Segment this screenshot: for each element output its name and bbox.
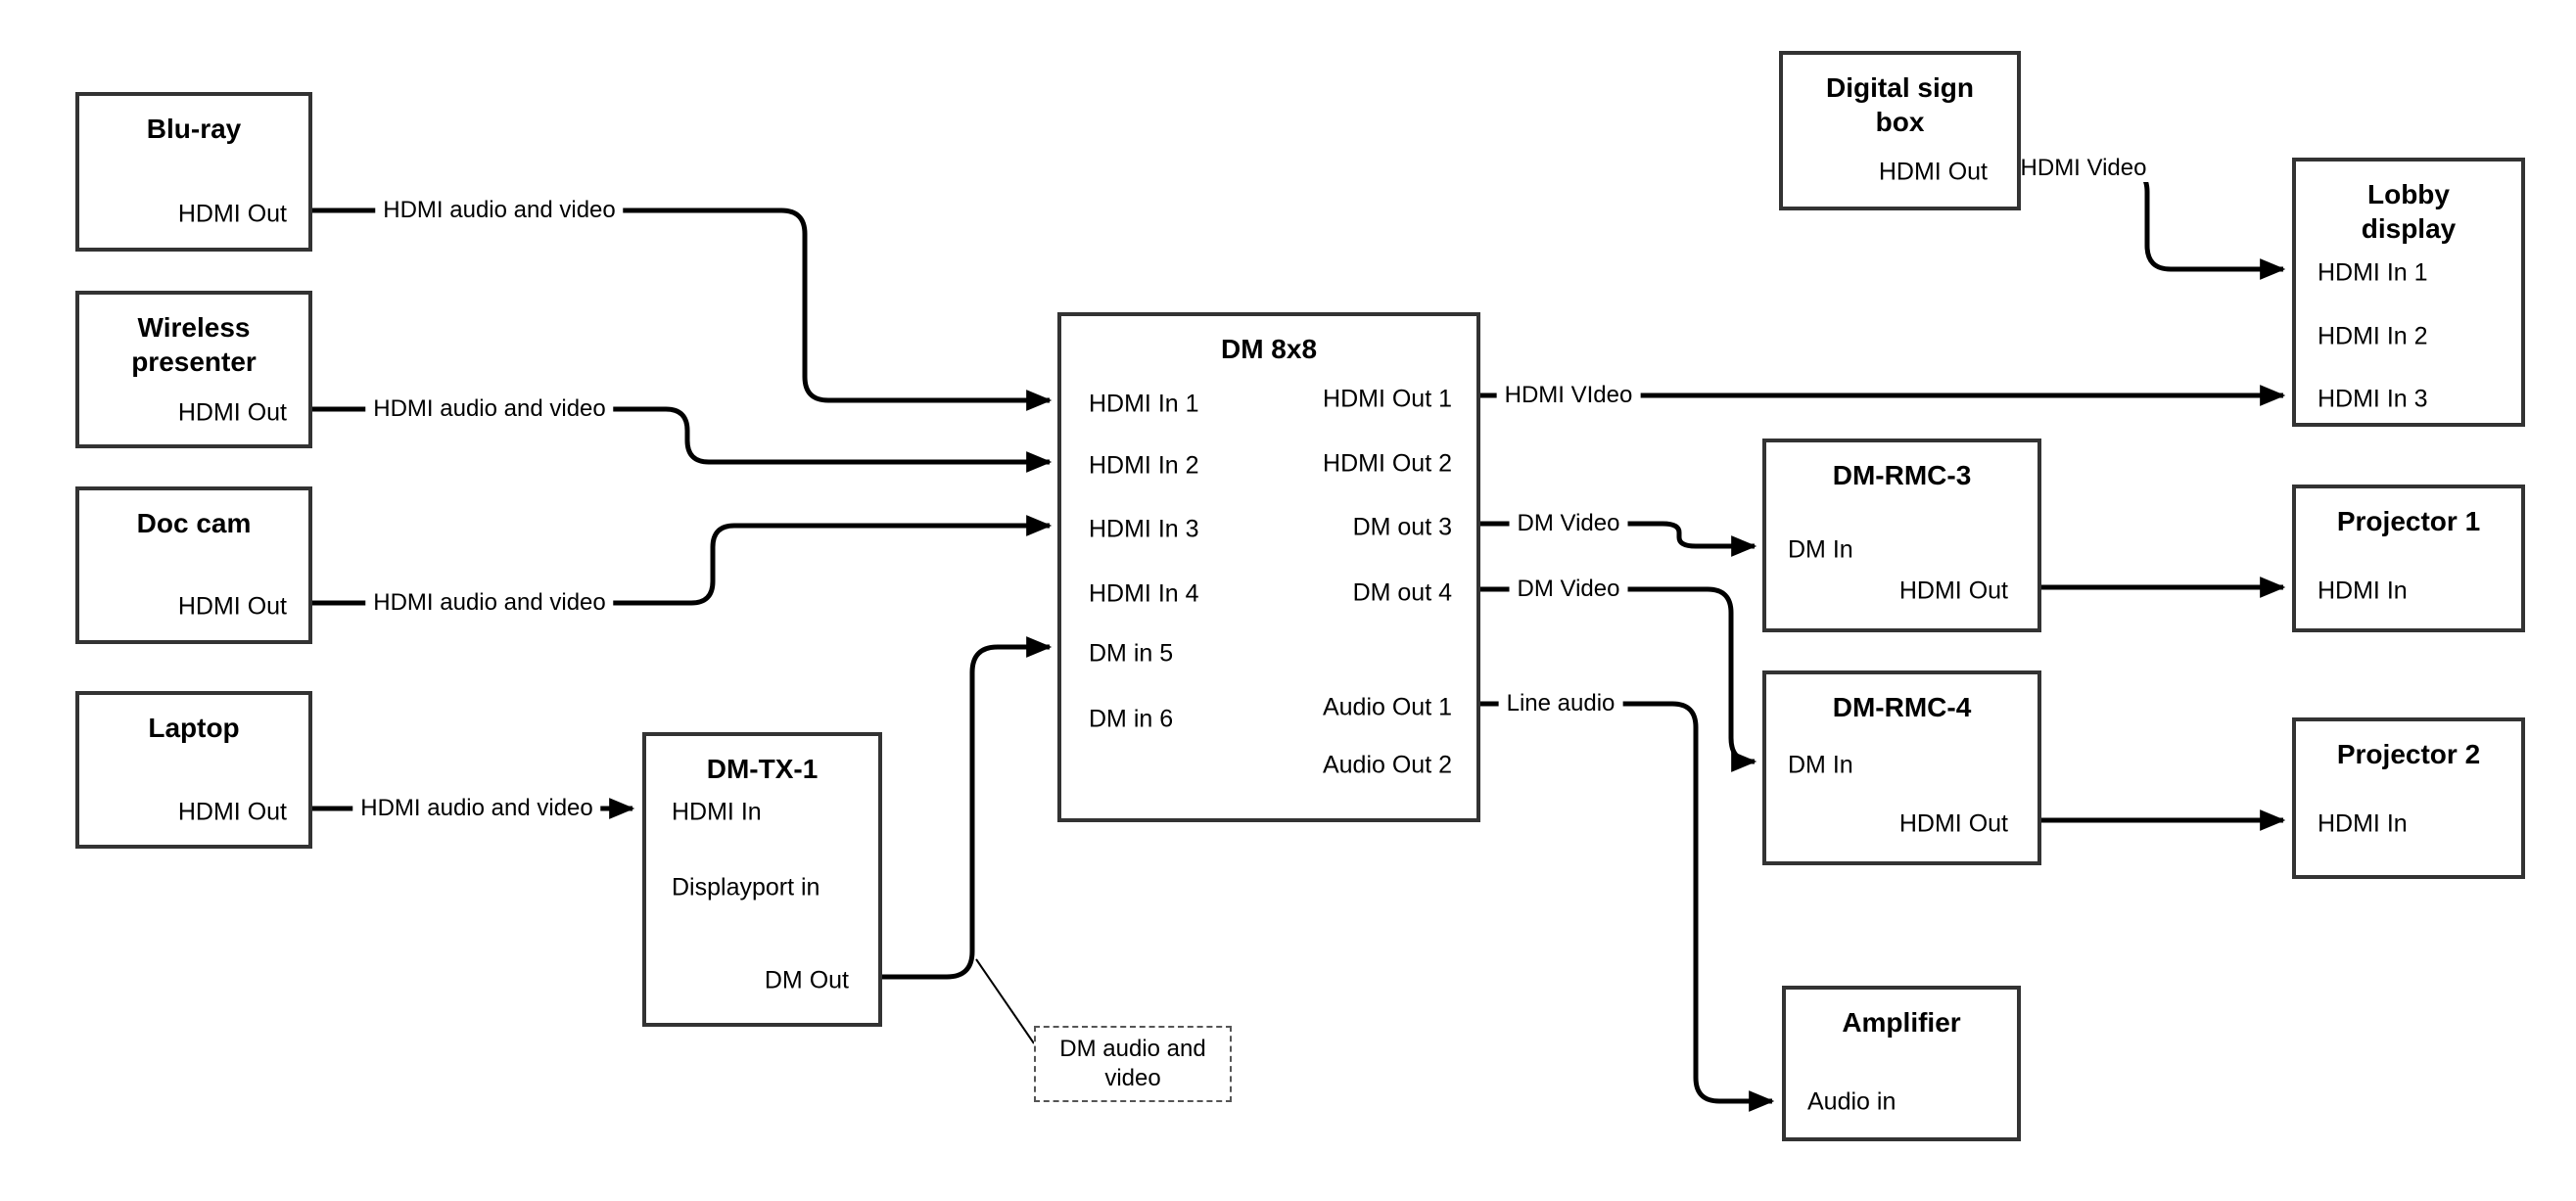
port-dm-in: DM In: [1788, 751, 1853, 779]
connector-label: HDMI audio and video: [375, 197, 624, 224]
connector-dmtx1-dmout-to-dm8x8-in5: [882, 636, 1053, 980]
node-wireless-presenter: Wireless presenter HDMI Out: [75, 291, 312, 448]
port-dm-in-5: DM in 5: [1089, 639, 1174, 668]
port-hdmi-in-2: HDMI In 2: [2318, 322, 2428, 350]
connector-bluray-to-dm8x8-in1: [312, 208, 1053, 411]
node-title: Projector 2: [2336, 739, 2481, 769]
connector-dm8x8-out4-to-dmrmc4: [1480, 586, 1757, 772]
connector-label: DM Video: [1509, 510, 1628, 537]
connector-label: Line audio: [1498, 690, 1623, 717]
node-projector-1: Projector 1 HDMI In: [2292, 485, 2525, 632]
port-hdmi-in-3: HDMI In 3: [1089, 515, 1199, 543]
node-title: Amplifier: [1842, 1007, 1961, 1038]
callout-leader-line: [975, 958, 1035, 1044]
port-hdmi-out: HDMI Out: [1878, 158, 1988, 186]
port-dm-out-4: DM out 4: [1352, 578, 1452, 607]
node-dm-tx-1: DM-TX-1 HDMI In Displayport in DM Out: [642, 732, 882, 1027]
port-hdmi-in-3: HDMI In 3: [2318, 385, 2428, 413]
connector-dm8x8-out3-to-dmrmc3: [1480, 521, 1757, 557]
port-hdmi-in: HDMI In: [2318, 577, 2408, 605]
connector-label: HDMI Video: [2012, 155, 2155, 182]
node-digital-sign-box: Digital sign box HDMI Out: [1779, 51, 2021, 210]
node-title: Wireless presenter: [131, 312, 257, 377]
port-hdmi-out: HDMI Out: [177, 398, 287, 427]
port-hdmi-in-2: HDMI In 2: [1089, 451, 1199, 480]
port-audio-out-1: Audio Out 1: [1322, 693, 1452, 721]
port-hdmi-in-4: HDMI In 4: [1089, 579, 1199, 608]
port-hdmi-in: HDMI In: [2318, 809, 2408, 838]
node-title: Doc cam: [136, 508, 252, 538]
callout-dm-audio-video: DM audio and video: [1034, 1026, 1232, 1102]
connector-doccam-to-dm8x8-in3: [312, 515, 1053, 606]
port-dm-out-3: DM out 3: [1352, 513, 1452, 541]
port-hdmi-out: HDMI Out: [1898, 577, 2008, 605]
node-title: DM-RMC-3: [1832, 460, 1972, 490]
node-title: Lobby display: [2361, 179, 2457, 244]
port-hdmi-in-1: HDMI In 1: [2318, 258, 2428, 287]
port-hdmi-out: HDMI Out: [177, 592, 287, 621]
connector-label: HDMI VIdeo: [1496, 382, 1641, 409]
connector-label: HDMI audio and video: [365, 589, 614, 617]
node-dm-rmc-4: DM-RMC-4 DM In HDMI Out: [1762, 670, 2041, 865]
port-hdmi-out-1: HDMI Out 1: [1323, 385, 1452, 413]
port-hdmi-in: HDMI In: [672, 798, 762, 826]
port-hdmi-out: HDMI Out: [1898, 809, 2008, 838]
port-audio-in: Audio in: [1807, 1087, 1897, 1116]
connector-dm8x8-audioout1-to-amplifier: [1480, 701, 1775, 1112]
connector-wireless-to-dm8x8-in2: [312, 406, 1053, 473]
port-hdmi-out: HDMI Out: [177, 200, 287, 228]
node-title: DM-RMC-4: [1832, 692, 1972, 722]
connector-digitalsign-to-lobby-in1: [2021, 165, 2286, 280]
node-lobby-display: Lobby display HDMI In 1 HDMI In 2 HDMI I…: [2292, 158, 2525, 427]
port-dm-in-6: DM in 6: [1089, 705, 1174, 733]
port-dm-in: DM In: [1788, 535, 1853, 564]
node-projector-2: Projector 2 HDMI In: [2292, 717, 2525, 879]
connector-label: HDMI audio and video: [352, 795, 601, 822]
node-laptop: Laptop HDMI Out: [75, 691, 312, 849]
node-bluray: Blu-ray HDMI Out: [75, 92, 312, 252]
connector-label: DM Video: [1509, 576, 1628, 603]
port-audio-out-2: Audio Out 2: [1322, 751, 1452, 779]
node-title: Digital sign box: [1826, 72, 1974, 137]
node-amplifier: Amplifier Audio in: [1782, 986, 2021, 1141]
node-title: Blu-ray: [146, 114, 242, 144]
node-title: DM 8x8: [1220, 334, 1318, 364]
node-doc-cam: Doc cam HDMI Out: [75, 486, 312, 644]
node-dm-8x8: DM 8x8 HDMI In 1 HDMI In 2 HDMI In 3 HDM…: [1057, 312, 1480, 822]
node-title: Laptop: [148, 713, 240, 743]
callout-text: DM audio and video: [1059, 1036, 1206, 1091]
node-title: DM-TX-1: [706, 754, 819, 784]
port-hdmi-out: HDMI Out: [177, 798, 287, 826]
port-hdmi-out-2: HDMI Out 2: [1323, 449, 1452, 478]
port-hdmi-in-1: HDMI In 1: [1089, 390, 1199, 418]
port-dm-out: DM Out: [764, 966, 849, 994]
connector-label: HDMI audio and video: [365, 395, 614, 423]
node-dm-rmc-3: DM-RMC-3 DM In HDMI Out: [1762, 439, 2041, 632]
port-displayport-in: Displayport in: [672, 873, 820, 901]
node-title: Projector 1: [2336, 506, 2481, 536]
